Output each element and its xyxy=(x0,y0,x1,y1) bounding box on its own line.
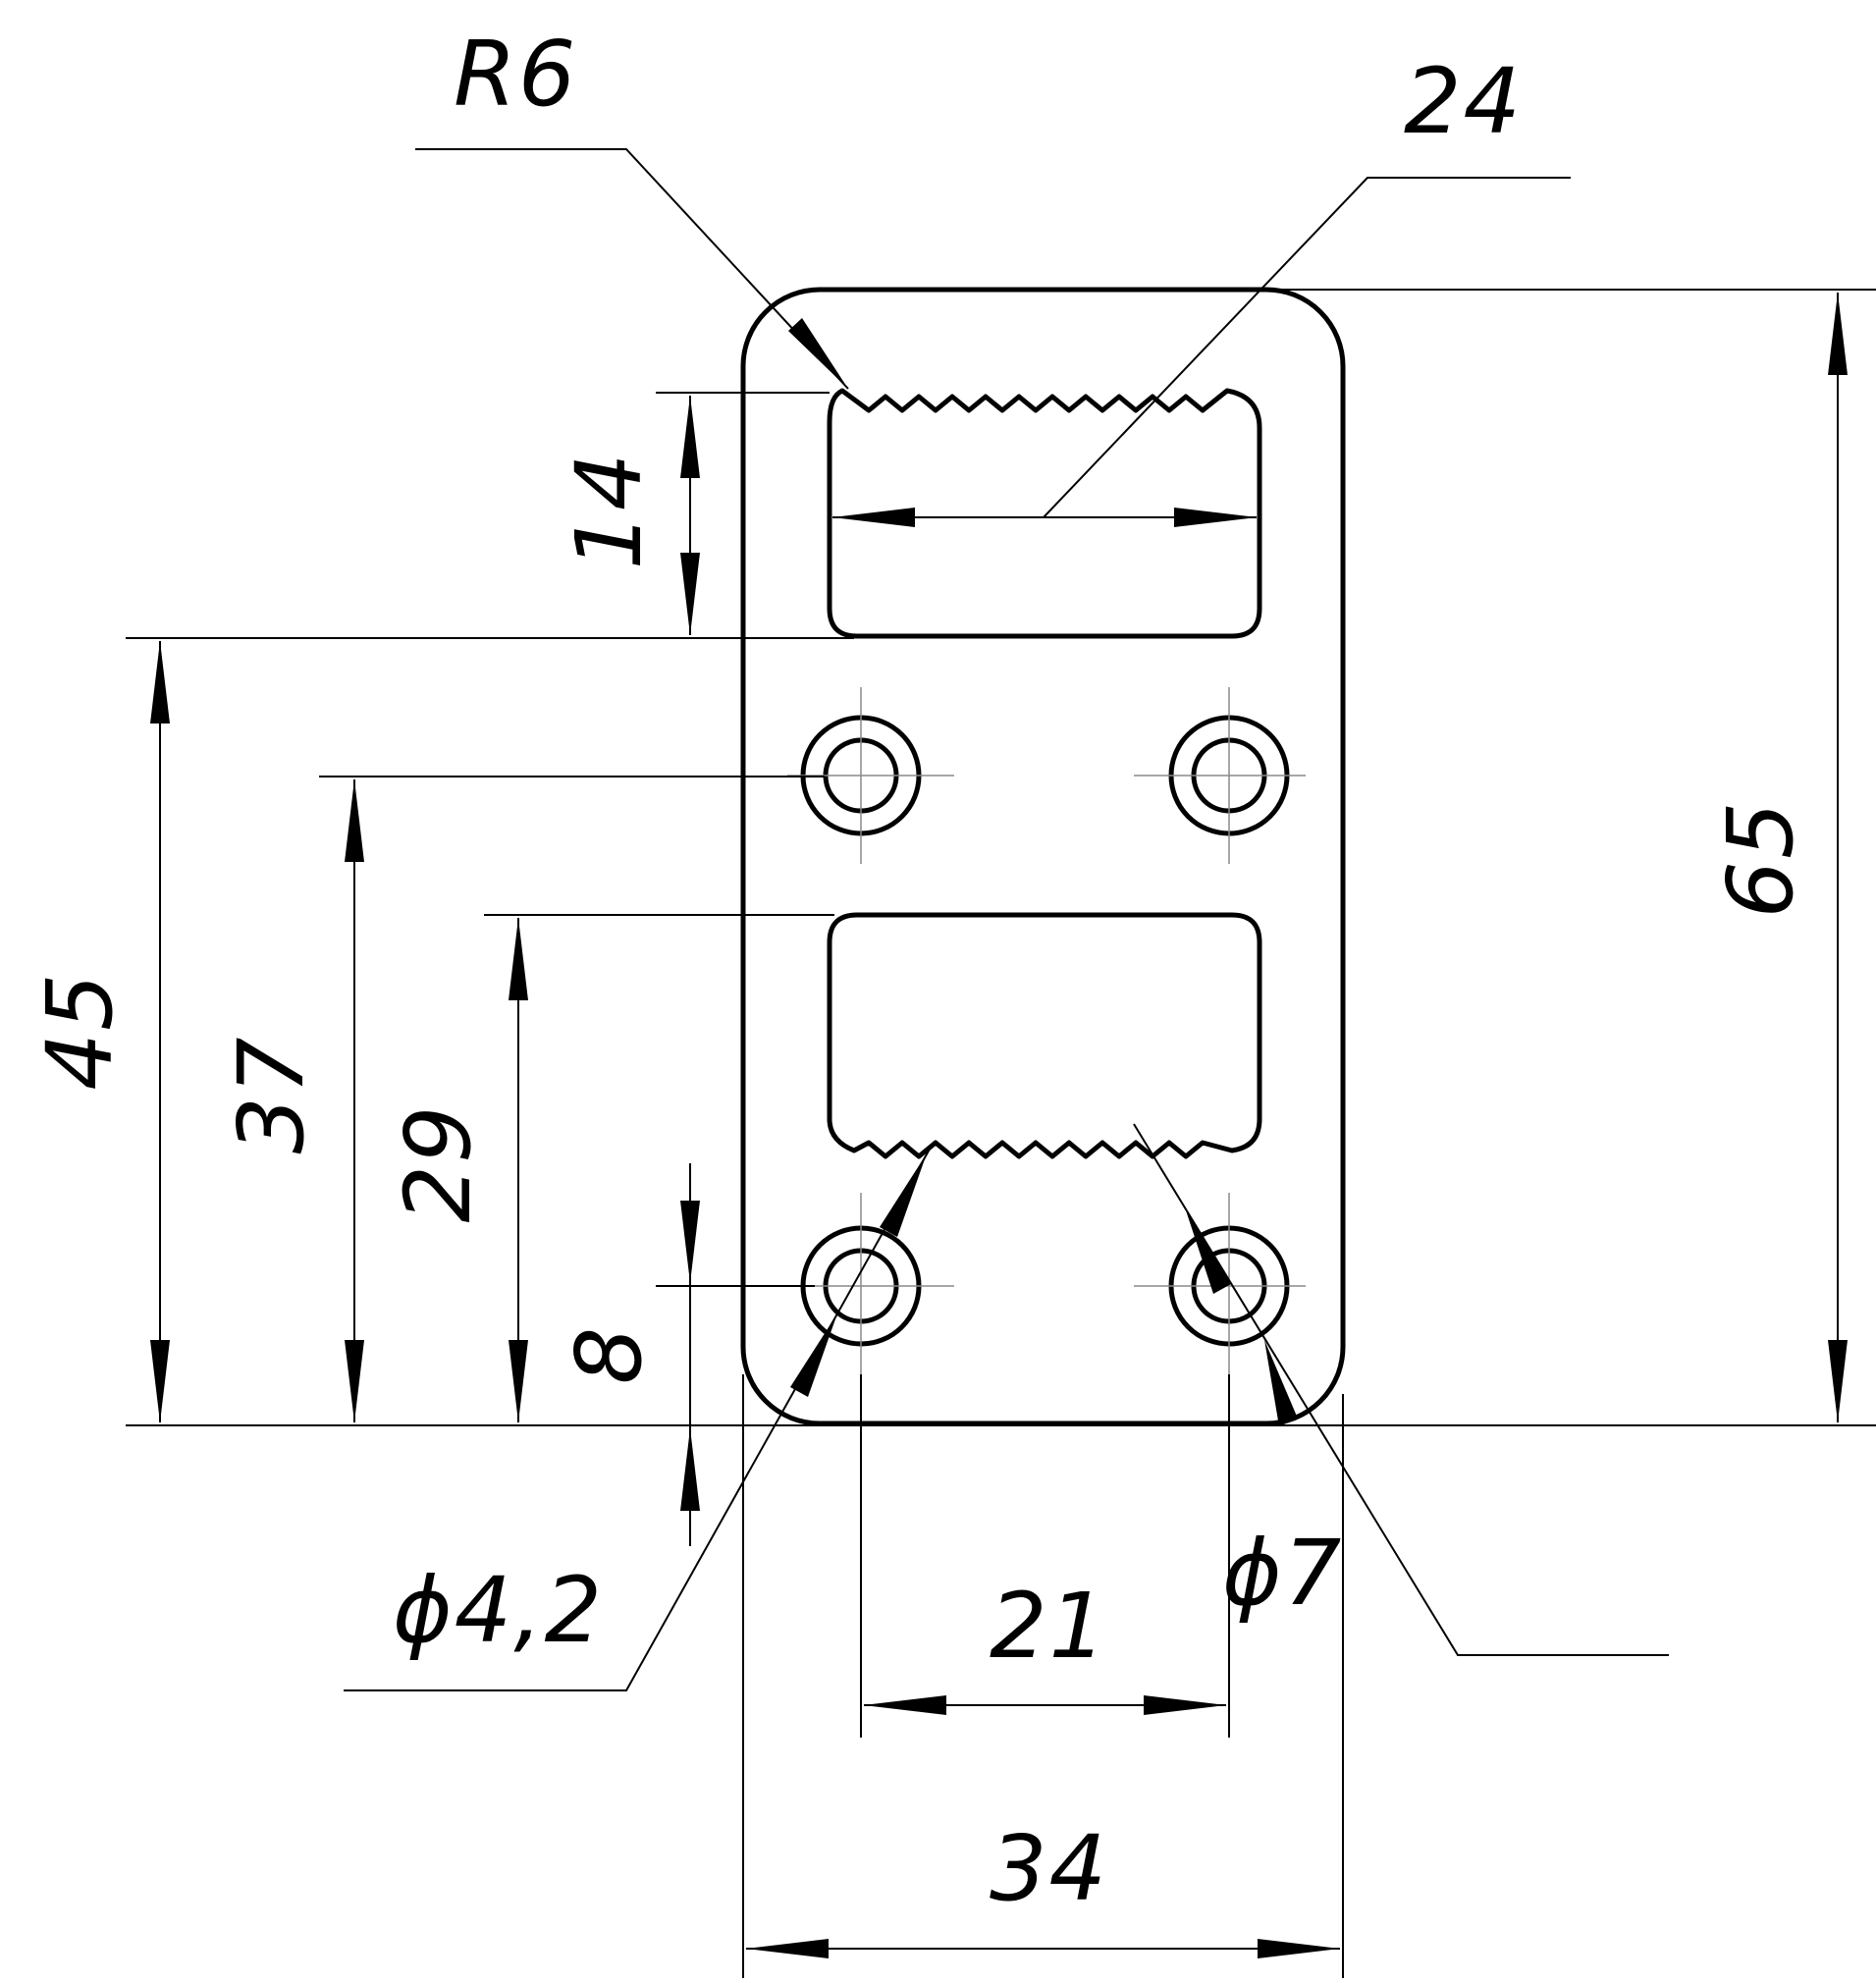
label-8: 8 xyxy=(557,1325,662,1385)
dim-d42-leader xyxy=(344,1143,934,1691)
hole-bottom-left xyxy=(787,1193,954,1379)
label-d42: ϕ4,2 xyxy=(393,1558,604,1663)
label-29: 29 xyxy=(386,1103,491,1222)
dim-r6-leader xyxy=(415,148,849,390)
label-21: 21 xyxy=(990,1574,1108,1679)
dim-d7-leader xyxy=(1133,1123,1669,1656)
lower-slot xyxy=(827,912,1262,1159)
dim-65-line xyxy=(1828,293,1848,1422)
plate-outline xyxy=(740,287,1346,1426)
dim-24-line xyxy=(832,177,1571,527)
upper-slot xyxy=(827,388,1262,639)
label-34: 34 xyxy=(990,1816,1108,1921)
label-24: 24 xyxy=(1404,49,1523,154)
label-r6: R6 xyxy=(454,22,577,127)
dim-45-line xyxy=(150,641,170,1422)
dim-37-line xyxy=(345,779,364,1422)
hole-top-right xyxy=(1134,687,1306,864)
dim-21-line xyxy=(864,1695,1226,1715)
label-65: 65 xyxy=(1708,799,1813,918)
label-45: 45 xyxy=(27,971,133,1090)
dim-14-line xyxy=(680,396,700,635)
extension-lines xyxy=(126,289,1876,1978)
label-37: 37 xyxy=(219,1035,324,1153)
dim-34-line xyxy=(746,1939,1340,1958)
label-d7: ϕ7 xyxy=(1222,1521,1343,1626)
dim-8-line xyxy=(680,1163,700,1546)
dim-29-line xyxy=(509,918,528,1422)
label-14: 14 xyxy=(557,451,662,569)
